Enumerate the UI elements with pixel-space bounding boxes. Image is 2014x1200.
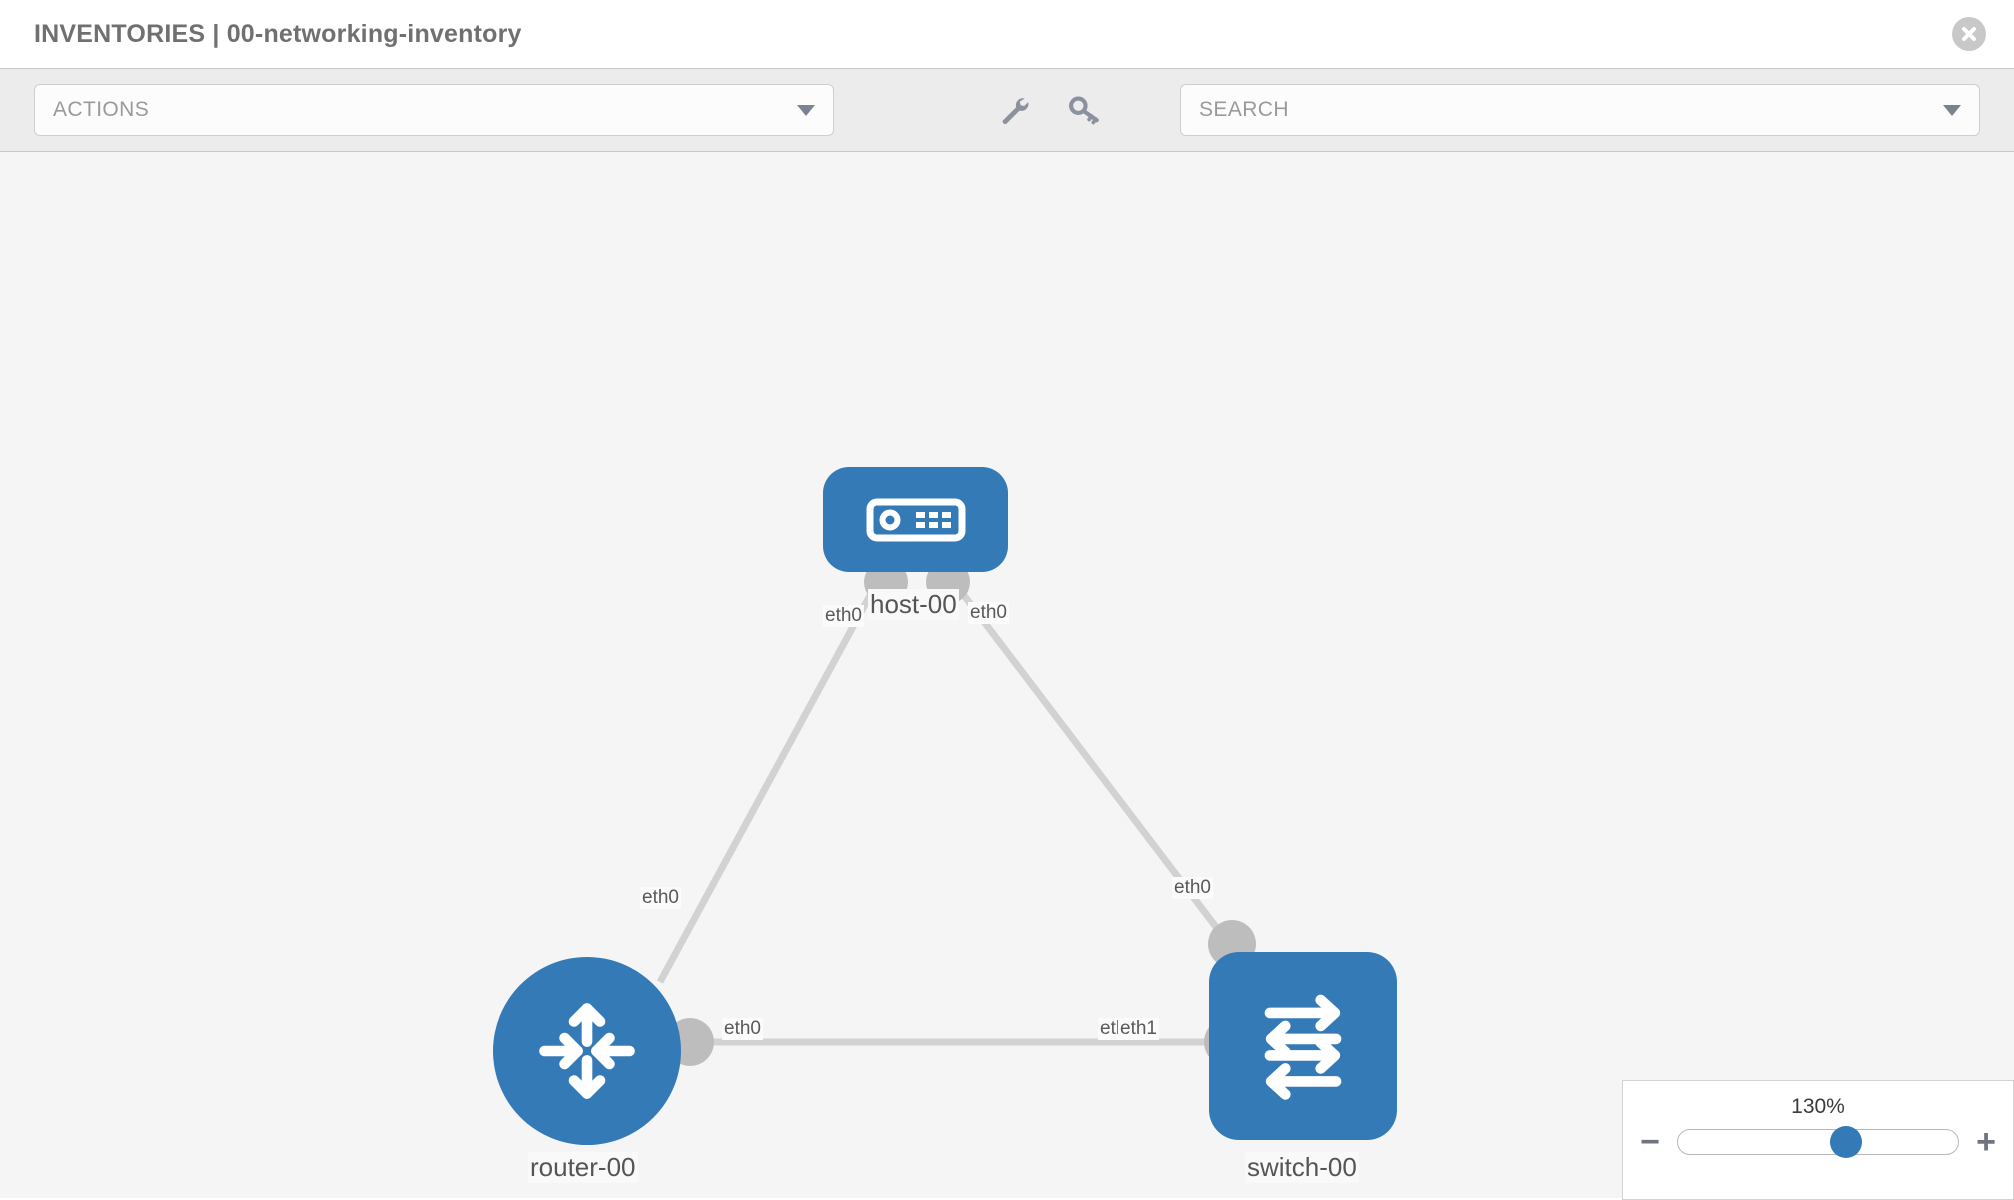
node-host-00[interactable]	[823, 467, 1008, 572]
node-label-host-00: host-00	[868, 589, 959, 620]
topology-canvas[interactable]: host-00 eth0 eth0 router-00 eth0 eth0	[0, 152, 2014, 1198]
edge-label-router-horizontal: eth0	[722, 1018, 763, 1040]
toolbar: ACTIONS	[0, 68, 2014, 152]
actions-dropdown-label: ACTIONS	[53, 98, 150, 121]
zoom-slider-track[interactable]	[1677, 1126, 1959, 1158]
close-icon	[1962, 27, 1976, 41]
edge-label-host-right: eth0	[968, 602, 1009, 624]
node-label-router-00: router-00	[528, 1152, 638, 1183]
search-box[interactable]	[1180, 84, 1980, 136]
server-icon	[866, 498, 965, 541]
page-title: INVENTORIES | 00-networking-inventory	[34, 19, 522, 48]
toolbar-icon-group	[994, 90, 1104, 130]
node-router-00[interactable]	[493, 957, 681, 1145]
search-chevron-down-icon[interactable]	[1943, 104, 1961, 116]
zoom-percent-label: 130%	[1791, 1095, 1845, 1118]
zoom-control-panel: 130% − +	[1622, 1080, 2014, 1200]
key-icon	[1069, 96, 1099, 125]
switch-arrows-icon	[1264, 994, 1342, 1100]
zoom-slider-row: − +	[1623, 1123, 2013, 1161]
zoom-out-button[interactable]: −	[1640, 1123, 1660, 1161]
edge-host-router[interactable]	[656, 575, 884, 984]
wrench-button[interactable]	[994, 90, 1034, 130]
edge-label-switch-diagonal: eth0	[1172, 877, 1213, 899]
search-input[interactable]	[1199, 98, 1961, 122]
zoom-in-button[interactable]: +	[1976, 1123, 1996, 1161]
wrench-icon	[1002, 98, 1029, 125]
page-header: INVENTORIES | 00-networking-inventory	[0, 0, 2014, 68]
topology-edges-layer	[656, 560, 1256, 1066]
edge-label-router-diagonal: eth0	[640, 887, 681, 909]
chevron-down-icon	[797, 104, 815, 116]
node-switch-00[interactable]	[1209, 952, 1397, 1140]
key-button[interactable]	[1064, 90, 1104, 130]
node-label-switch-00: switch-00	[1245, 1152, 1359, 1183]
zoom-slider-thumb[interactable]	[1830, 1126, 1862, 1158]
actions-dropdown[interactable]: ACTIONS	[34, 84, 834, 136]
edge-label-switch-horizontal-b: eth1	[1118, 1018, 1159, 1040]
close-button[interactable]	[1952, 17, 1986, 51]
router-arrows-icon	[539, 1003, 635, 1099]
edge-label-host-left: eth0	[823, 605, 864, 627]
